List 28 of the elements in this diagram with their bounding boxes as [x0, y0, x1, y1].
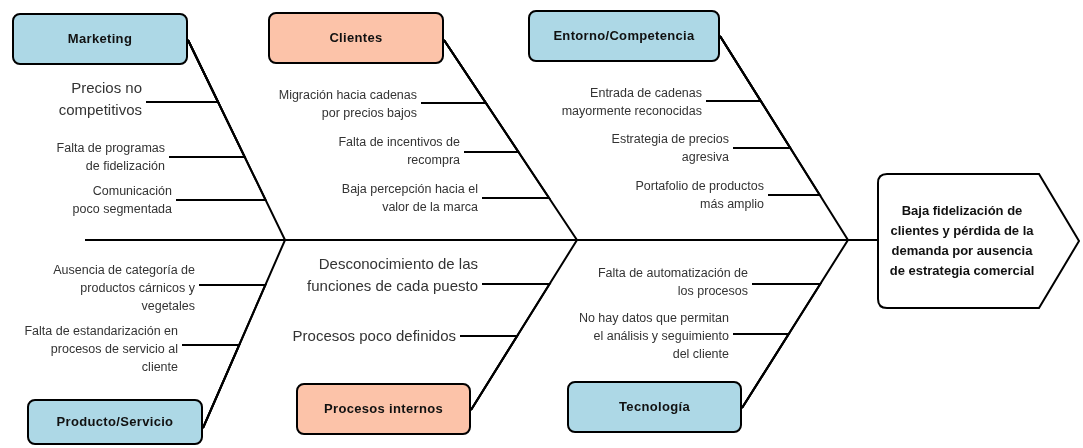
cause-line — [459, 335, 519, 411]
cause-text: Baja percepción hacia el valor de la marca — [320, 180, 478, 218]
cause-text: No hay datos que permitan el análisis y seguimiento del cliente — [577, 309, 729, 365]
cause-text: Falta de programas de fidelización — [43, 139, 165, 177]
cause-line — [181, 344, 241, 429]
cause-line — [443, 39, 551, 199]
cause-line — [732, 333, 791, 409]
category-box: Clientes — [268, 12, 444, 64]
cause-text: Ausencia de categoría de productos cárnicos y vegetales — [28, 261, 195, 315]
cause-text: Estrategia de precios agresiva — [578, 130, 729, 168]
category-box: Entorno/Competencia — [528, 10, 720, 62]
category-box: Producto/Servicio — [27, 399, 203, 445]
cause-text: Falta de incentivos de recompra — [300, 133, 460, 171]
cause-text: Portafolio de productos más amplio — [614, 177, 764, 215]
cause-line — [175, 39, 268, 201]
cause-line — [719, 35, 822, 196]
cause-text: Migración hacia cadenas por precios bajos — [267, 86, 417, 124]
cause-text: Procesos poco definidos — [262, 325, 456, 347]
category-box: Procesos internos — [296, 383, 471, 435]
effect-text: Baja fidelización de clientes y pérdida de la demanda por ausencia de estrategia comercial — [888, 202, 1036, 280]
cause-text: Falta de automatización de los procesos — [580, 264, 748, 302]
category-box: Tecnología — [567, 381, 742, 433]
cause-text: Entrada de cadenas mayormente reconocidas — [525, 84, 702, 122]
cause-text: Falta de estandarización en procesos de servicio al cliente — [16, 322, 178, 378]
cause-text: Desconocimiento de las funciones de cada puesto — [303, 253, 478, 319]
cause-text: Comunicación poco segmentada — [72, 182, 172, 218]
category-box: Marketing — [12, 13, 188, 65]
cause-text: Precios no competitivos — [30, 77, 142, 123]
